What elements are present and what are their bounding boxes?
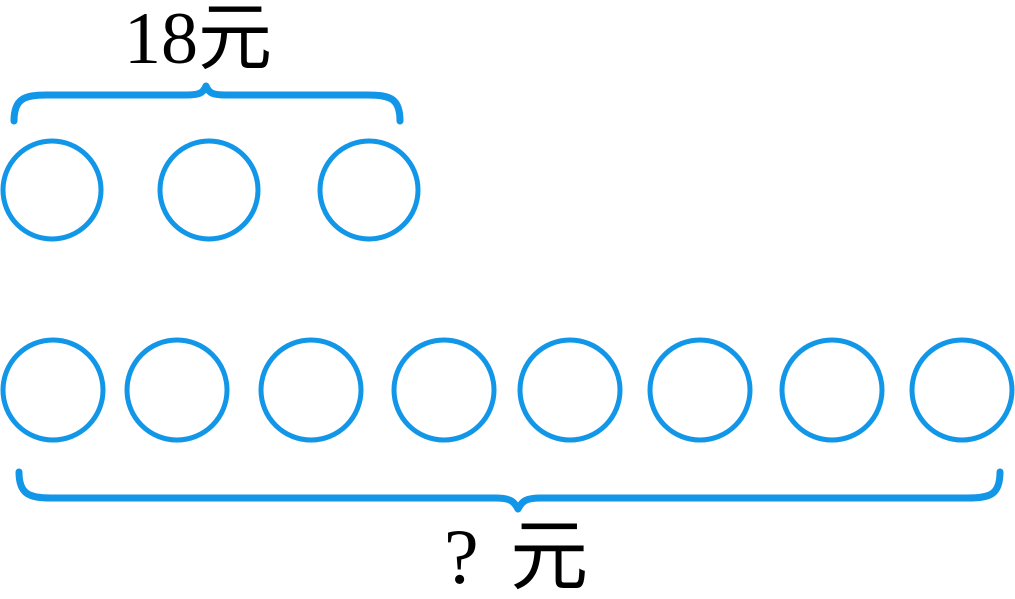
top-circle-1 <box>0 138 104 242</box>
bottom-circle-5 <box>517 337 623 443</box>
bottom-circle-7 <box>779 337 885 443</box>
bottom-circle-6 <box>647 337 753 443</box>
bottom-circle-4 <box>391 337 497 443</box>
bottom-circle-8 <box>909 337 1015 443</box>
top-circle-row <box>0 138 421 242</box>
bottom-circle-2 <box>124 337 230 443</box>
bottom-brace <box>15 468 1004 513</box>
top-circle-3 <box>317 138 421 242</box>
top-brace <box>10 82 404 125</box>
bottom-circle-3 <box>258 337 364 443</box>
top-amount-label: 18元 <box>124 0 272 80</box>
bottom-amount-label: ? 元 <box>444 513 595 599</box>
bottom-circle-row <box>0 337 1015 443</box>
top-circle-2 <box>157 138 261 242</box>
bottom-circle-1 <box>0 337 106 443</box>
